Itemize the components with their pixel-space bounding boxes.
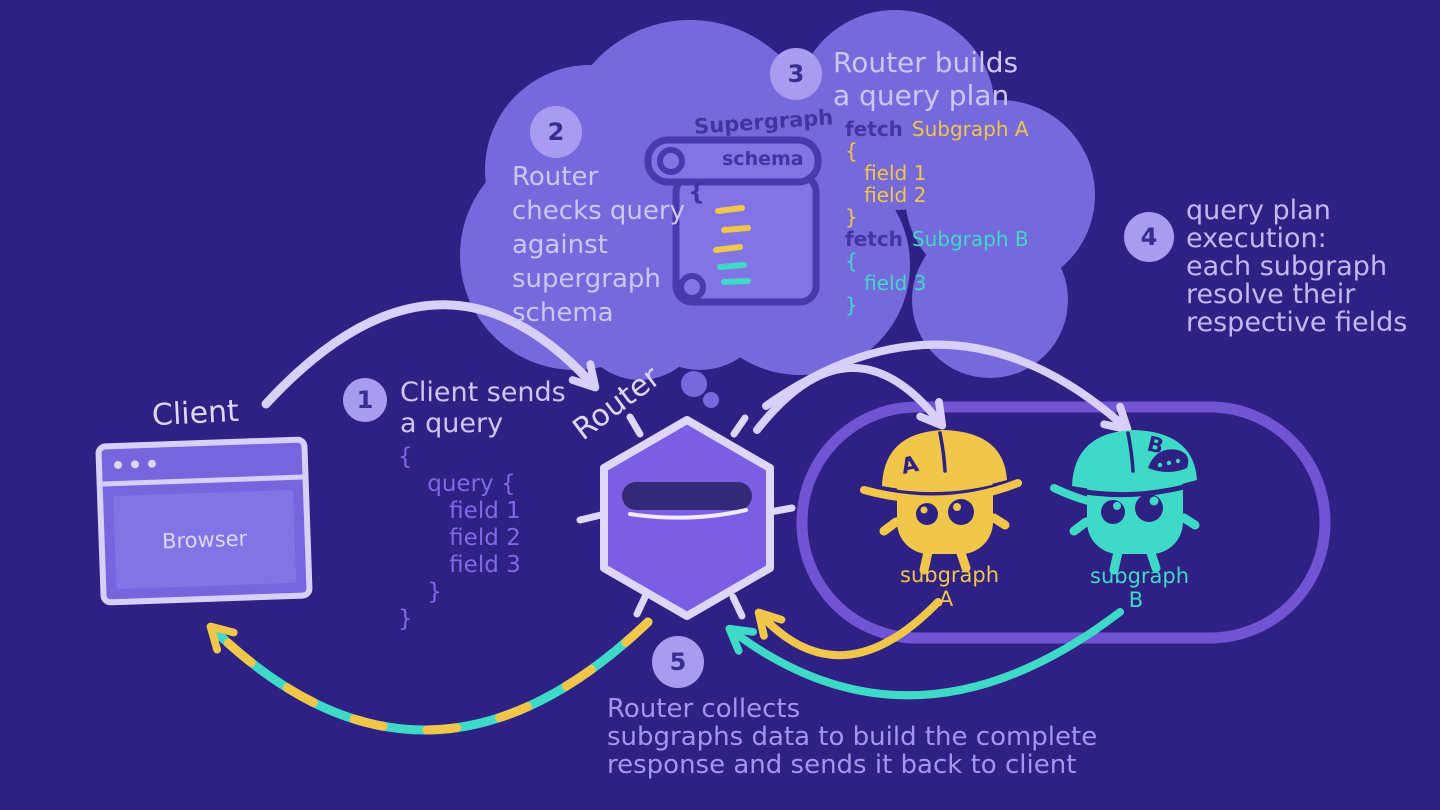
client-browser-window: Browser <box>95 436 313 606</box>
browser-content-label: Browser <box>113 489 297 590</box>
step-2-text: Router checks query against supergraph s… <box>512 162 685 328</box>
bubble-tail-dot-large <box>681 371 707 397</box>
subgraph-b-label: subgraph B <box>1090 564 1190 612</box>
subgraph-a-mascot: A <box>860 430 1022 575</box>
browser-titlebar <box>101 442 303 487</box>
step-2-badge: 2 <box>530 106 582 158</box>
step-1-title: Client sends a query <box>400 377 566 439</box>
step-3-badge: 3 <box>770 48 822 100</box>
subgraph-b-cap-letter: B <box>1145 432 1166 459</box>
arrow-response-to-client <box>206 617 653 735</box>
schema-field-dashes <box>713 205 751 285</box>
arrow-router-to-subgraph-a <box>753 364 947 434</box>
step-1-query-code: { query { field 1 field 2 field 3 } } <box>398 444 521 632</box>
step-1-badge: 1 <box>343 378 387 422</box>
fetch-keyword: fetch <box>845 227 903 251</box>
arrow-subgraph-a-to-router <box>754 598 942 660</box>
subgraph-a-label: subgraph A <box>900 563 1000 611</box>
subgraph-a-code-name: Subgraph A <box>911 117 1029 141</box>
scroll-brace: { <box>688 178 706 206</box>
subgraph-a-cap-letter: A <box>899 452 921 480</box>
scroll-banner-label: schema <box>722 148 804 170</box>
supergraph-schema-scroll-icon <box>644 136 822 306</box>
subgraph-b-code-name: Subgraph B <box>911 227 1029 251</box>
window-dot-icon <box>113 460 123 470</box>
window-dot-icon <box>130 460 140 469</box>
step-5-text: Router collects subgraphs data to build … <box>607 694 1098 780</box>
subgraph-b-mascot: B <box>1050 430 1205 575</box>
router-slot <box>622 482 752 510</box>
step-3-title: Router builds a query plan <box>833 46 1019 112</box>
subgraphs-container <box>796 401 1331 644</box>
client-title: Client <box>151 393 240 434</box>
step-4-badge: 4 <box>1124 212 1174 262</box>
router-hexagon-icon <box>576 413 796 620</box>
bubble-tail-dot-small <box>703 392 719 408</box>
fetch-keyword: fetch <box>845 117 903 141</box>
arrow-router-to-subgraph-b <box>762 340 1132 434</box>
window-dot-icon <box>147 459 157 468</box>
step-5-badge: 5 <box>652 636 704 688</box>
arrow-client-to-router <box>261 300 600 409</box>
arrow-subgraph-b-to-router <box>725 608 1124 700</box>
step-4-text: query plan execution: each subgraph reso… <box>1186 195 1408 338</box>
